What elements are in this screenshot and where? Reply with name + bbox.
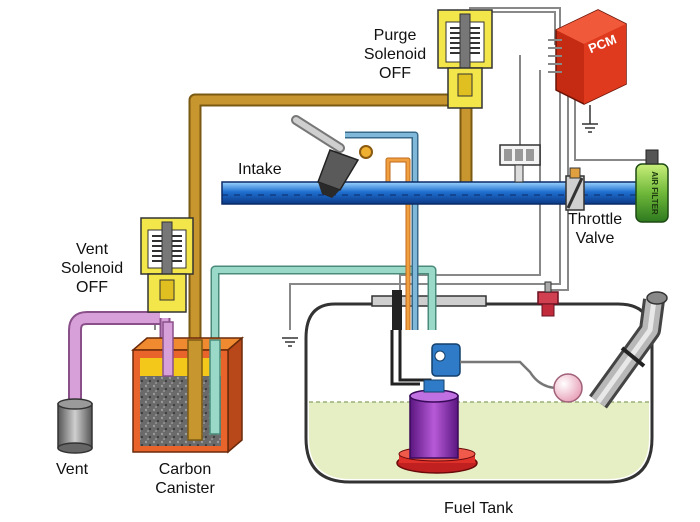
air-filter: AIR FILTER (635, 149, 669, 223)
fuel-level (309, 402, 649, 479)
ground-symbol (282, 105, 598, 347)
vent-label: Vent (56, 461, 89, 478)
intake-label: Intake (238, 161, 282, 178)
vent-solenoid (140, 217, 194, 313)
fuel-pump (390, 290, 478, 474)
carbon-canister (130, 321, 245, 454)
level-sender (431, 343, 461, 377)
air-filter-label: AIR FILTER (650, 171, 659, 215)
throttle-valve-label: Throttle Valve (567, 211, 623, 247)
fuel-tank-label: Fuel Tank (444, 500, 514, 517)
carbon-canister-label: Carbon Canister (155, 461, 215, 497)
pressure-regulator (359, 145, 373, 159)
fuel-level-float (460, 360, 583, 403)
purge-solenoid-label: Purge Solenoid OFF (363, 27, 427, 82)
vent-pipe (57, 398, 93, 454)
throttle-valve (565, 167, 585, 211)
filler-neck (589, 291, 668, 409)
tank-pressure-sensor (537, 281, 559, 317)
vent-solenoid-label: Vent Solenoid OFF (60, 241, 124, 296)
sensor-connector (499, 144, 541, 183)
pcm-module: PCM (548, 9, 627, 105)
fuel-injector (291, 115, 360, 198)
purge-solenoid (437, 9, 493, 109)
